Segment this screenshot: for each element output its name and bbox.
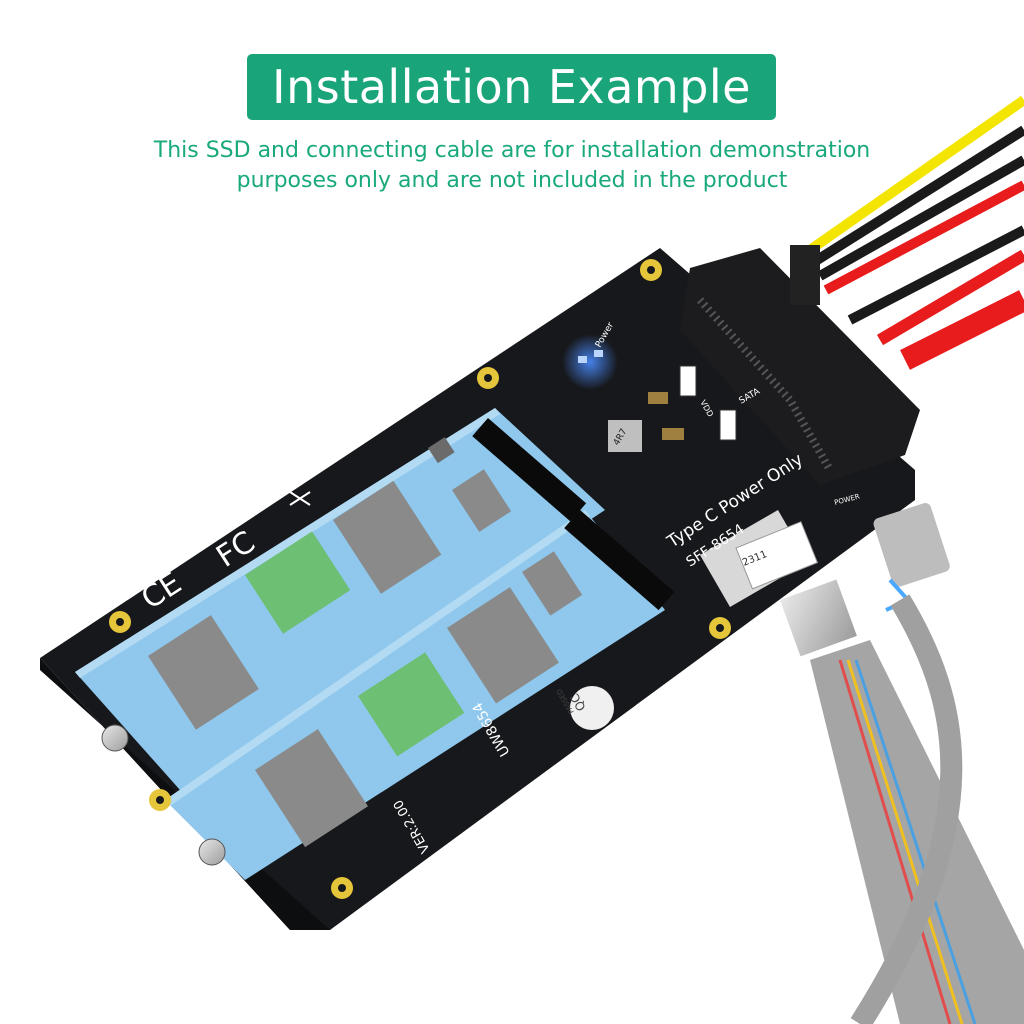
- smd-component: [662, 428, 684, 440]
- subtitle-line-1: This SSD and connecting cable are for in…: [153, 138, 871, 163]
- ssd-card-top: [75, 408, 605, 790]
- type-c-cable: [850, 503, 963, 1024]
- capacitor: [719, 409, 737, 441]
- ssd-controller: [522, 551, 583, 616]
- capacitor: [679, 365, 697, 397]
- ssd-controller: [452, 469, 512, 532]
- inductor: [608, 420, 642, 452]
- ssd-chip: [148, 615, 259, 730]
- screws: [101, 724, 226, 866]
- m2-slot-bottom: [564, 510, 675, 611]
- subtitle-line-2: purposes only and are not included in th…: [236, 168, 788, 193]
- smd-component: [648, 392, 668, 404]
- title-banner: Installation Example: [247, 54, 776, 120]
- mounting-holes: [109, 259, 731, 899]
- ssd-chip: [447, 587, 559, 704]
- sata-plug: [790, 245, 820, 305]
- ssd-card-bottom: [165, 510, 665, 880]
- ssd-chip-green: [358, 652, 465, 757]
- sata-power-wires: [807, 95, 1024, 370]
- power-led: [594, 350, 603, 357]
- ssd-chip-green: [245, 531, 351, 634]
- m2-slot-top: [472, 418, 587, 522]
- sata-connector: [680, 245, 920, 485]
- weee-icon: [289, 491, 311, 506]
- power-led-glow: [562, 334, 618, 390]
- ssd-chip: [333, 480, 442, 594]
- page-title: Installation Example: [272, 60, 751, 114]
- sff-8654-cable: [735, 521, 1024, 1024]
- power-led: [578, 356, 587, 363]
- ssd-chip: [255, 729, 369, 848]
